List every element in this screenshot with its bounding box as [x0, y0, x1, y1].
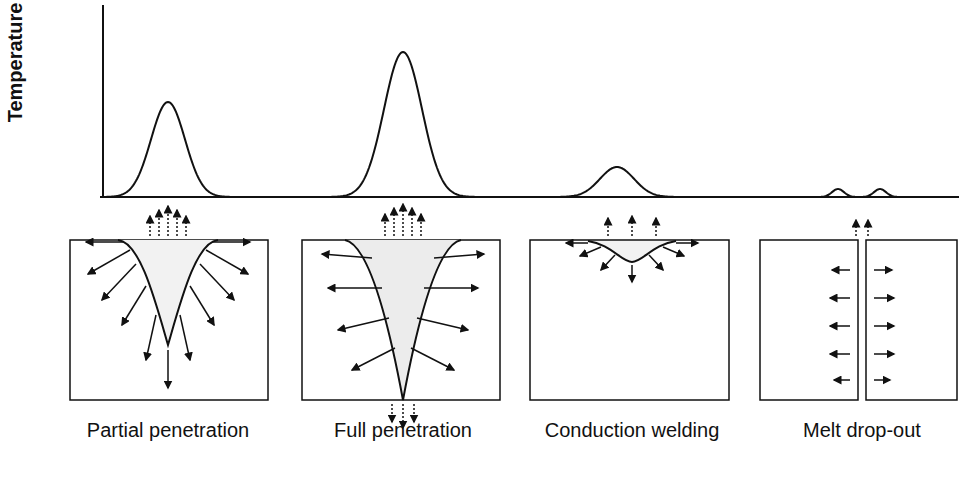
mode-label: Conduction welding: [545, 419, 720, 442]
mode-label: Partial penetration: [87, 419, 249, 442]
temperature-curve: [549, 167, 685, 197]
mode-label: Melt drop-out: [803, 419, 921, 442]
partial-penetration-section: [70, 206, 268, 400]
temperature-curve: [856, 189, 904, 197]
temperature-curve: [327, 52, 479, 197]
temperature-curves: [100, 52, 904, 197]
temperature-curve: [814, 189, 862, 197]
full-penetration-section: [302, 204, 500, 428]
axis-label: Temperature: [5, 2, 28, 122]
conduction-welding-section: [530, 216, 729, 400]
temperature-curve: [100, 102, 236, 197]
axes: [103, 5, 959, 197]
mode-label: Full penetration: [334, 419, 472, 442]
melt-drop-out-section: [760, 220, 957, 400]
